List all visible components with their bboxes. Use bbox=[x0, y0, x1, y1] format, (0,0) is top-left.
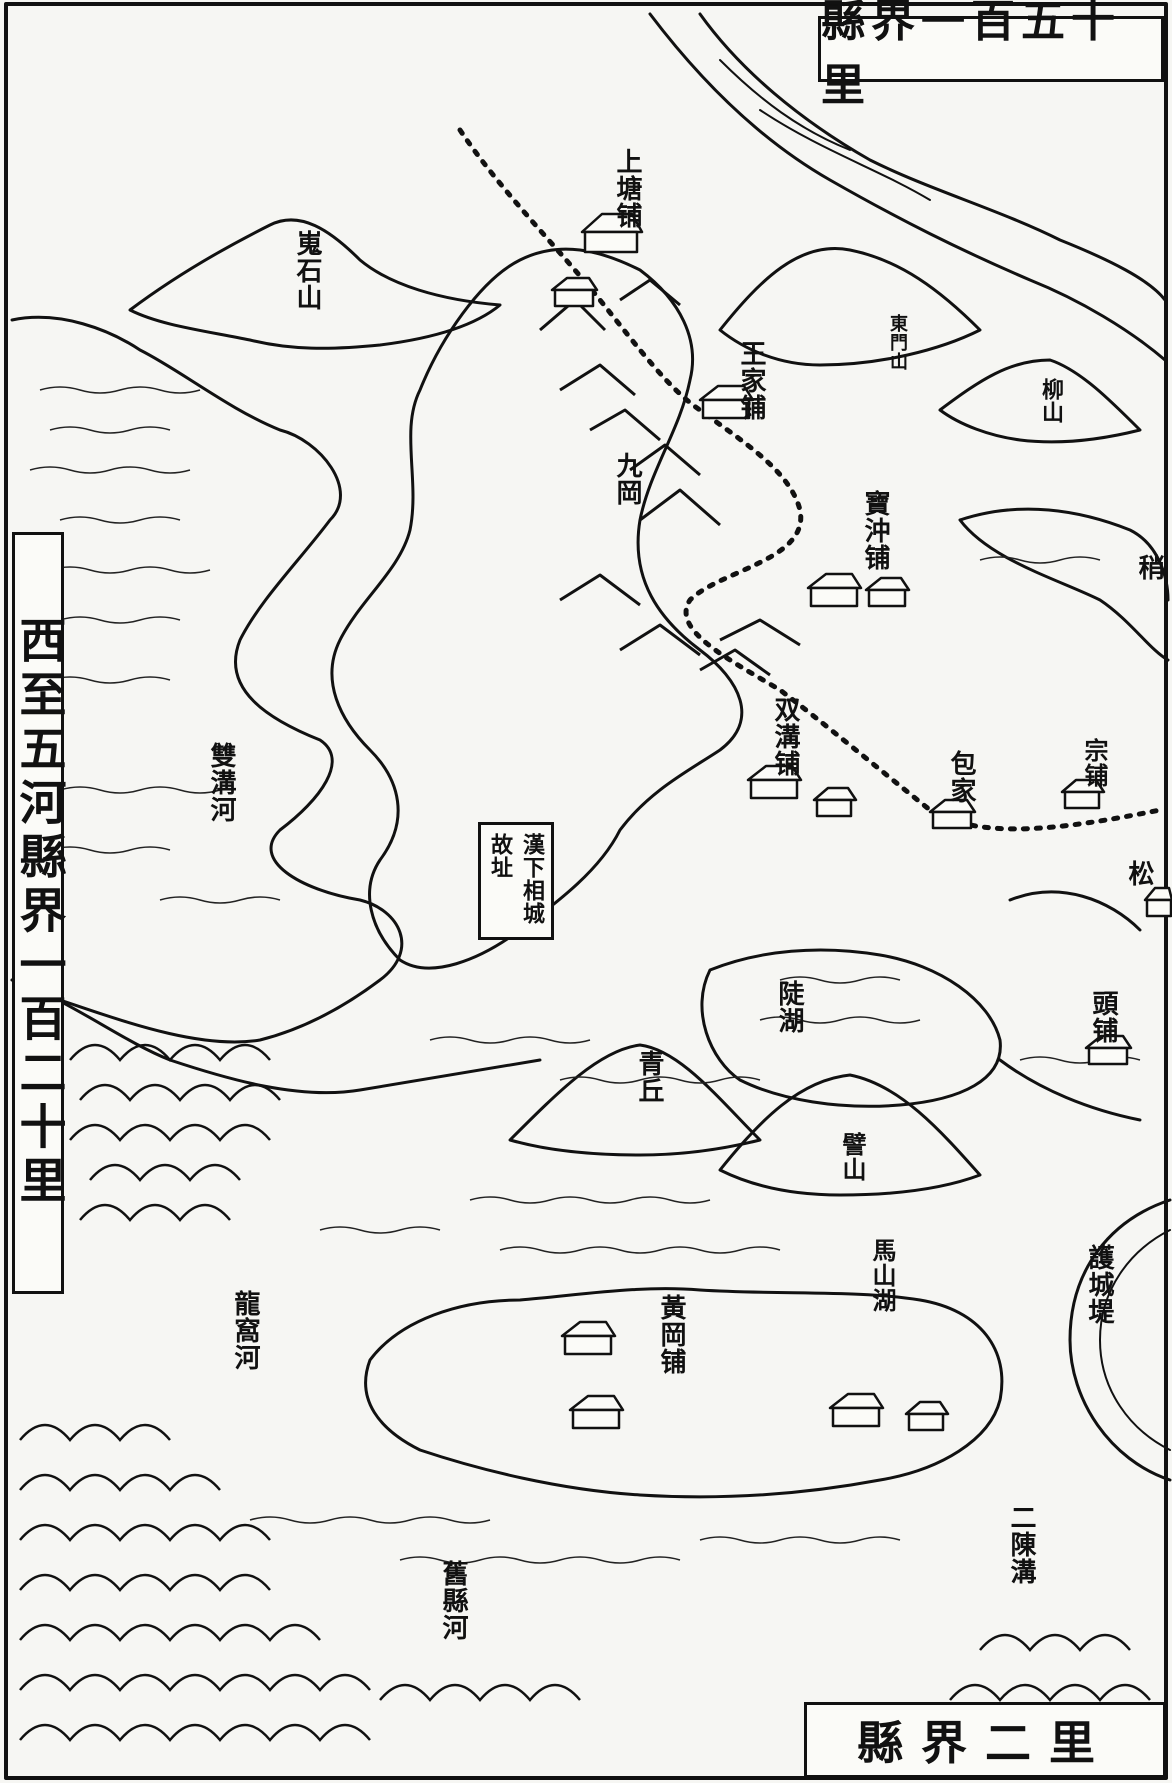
label-zongpu: 宗铺 bbox=[1080, 738, 1109, 788]
label-toupu: 頭铺 bbox=[1088, 990, 1118, 1044]
peak bbox=[629, 443, 701, 477]
dotted-route bbox=[457, 127, 1163, 832]
label-huanggang-pu: 黃岡铺 bbox=[656, 1294, 686, 1375]
mountain-qinggu bbox=[508, 1043, 762, 1157]
label-shuanggou-pu: 双溝铺 bbox=[770, 696, 800, 777]
peak bbox=[589, 408, 661, 442]
bottom-boundary-banner: 縣界二里 bbox=[804, 1702, 1166, 1778]
label-bishan: 譬山 bbox=[838, 1132, 867, 1182]
peak bbox=[559, 573, 641, 607]
label-jiugang: 九岡 bbox=[612, 452, 642, 506]
label-baoshi-pu: 寶沖铺 bbox=[860, 490, 890, 571]
house-icon bbox=[1084, 1034, 1133, 1066]
house-icon bbox=[746, 764, 803, 800]
house-icon bbox=[698, 384, 755, 420]
label-qinggu: 青丘 bbox=[634, 1050, 664, 1104]
peak bbox=[619, 623, 701, 657]
top-boundary-banner: 縣界一百五十里 bbox=[818, 0, 1164, 111]
house-icon bbox=[904, 1400, 950, 1432]
label-weishishan: 嵬石山 bbox=[292, 230, 322, 311]
house-icon bbox=[812, 786, 858, 818]
house-icon bbox=[1143, 886, 1172, 918]
peak bbox=[699, 648, 771, 677]
house-icon bbox=[928, 798, 977, 830]
peak bbox=[619, 278, 681, 307]
label-chengou: 二陳溝 bbox=[1006, 1504, 1036, 1585]
label-song: 松 bbox=[1124, 860, 1154, 887]
house-icon bbox=[550, 276, 599, 308]
house-icon bbox=[864, 576, 911, 608]
mountain-weishi bbox=[128, 218, 502, 350]
house-icon bbox=[1060, 778, 1106, 810]
label-tuhu: 陡湖 bbox=[774, 980, 804, 1034]
label-wangjia-pu: 王家铺 bbox=[736, 340, 766, 421]
west-boundary-banner: 西至五河縣界一百二十里 bbox=[11, 532, 66, 1294]
lake-left bbox=[10, 315, 404, 1044]
label-baojia: 包家 bbox=[946, 750, 976, 804]
label-mashanhu: 馬山湖 bbox=[868, 1238, 897, 1313]
island-lower bbox=[364, 1287, 1004, 1499]
label-shangtang-pu: 上塘铺 bbox=[612, 148, 642, 229]
house-icon bbox=[806, 572, 863, 608]
label-longwohe: 龍窩河 bbox=[230, 1290, 260, 1371]
mountain-bi bbox=[718, 1073, 982, 1197]
peak bbox=[559, 363, 636, 397]
house-icon bbox=[560, 1320, 617, 1356]
label-shuanggouhe: 雙溝河 bbox=[206, 742, 236, 823]
house-icon bbox=[580, 212, 644, 254]
mountain-liu bbox=[938, 358, 1142, 444]
mountain-dongmen bbox=[718, 247, 982, 367]
label-liushan: 柳山 bbox=[1038, 378, 1064, 424]
river-top-right bbox=[648, 12, 1167, 362]
label-huchengdi: 護城堤 bbox=[1084, 1244, 1114, 1325]
peak bbox=[719, 618, 801, 647]
label-jiuxianhe: 舊縣河 bbox=[438, 1560, 468, 1641]
house-icon bbox=[828, 1392, 885, 1428]
map-border bbox=[4, 2, 1168, 1780]
ruins-label-box: 漢下相城故址 bbox=[478, 822, 554, 940]
label-dongmenshan: 東門山 bbox=[887, 314, 908, 371]
house-icon bbox=[568, 1394, 625, 1430]
lake-right bbox=[958, 507, 1170, 662]
lake-tuhu bbox=[700, 948, 1002, 1108]
label-shao: 稍 bbox=[1134, 554, 1164, 581]
peak bbox=[639, 488, 721, 527]
embankment-hucheng bbox=[1068, 1198, 1172, 1482]
